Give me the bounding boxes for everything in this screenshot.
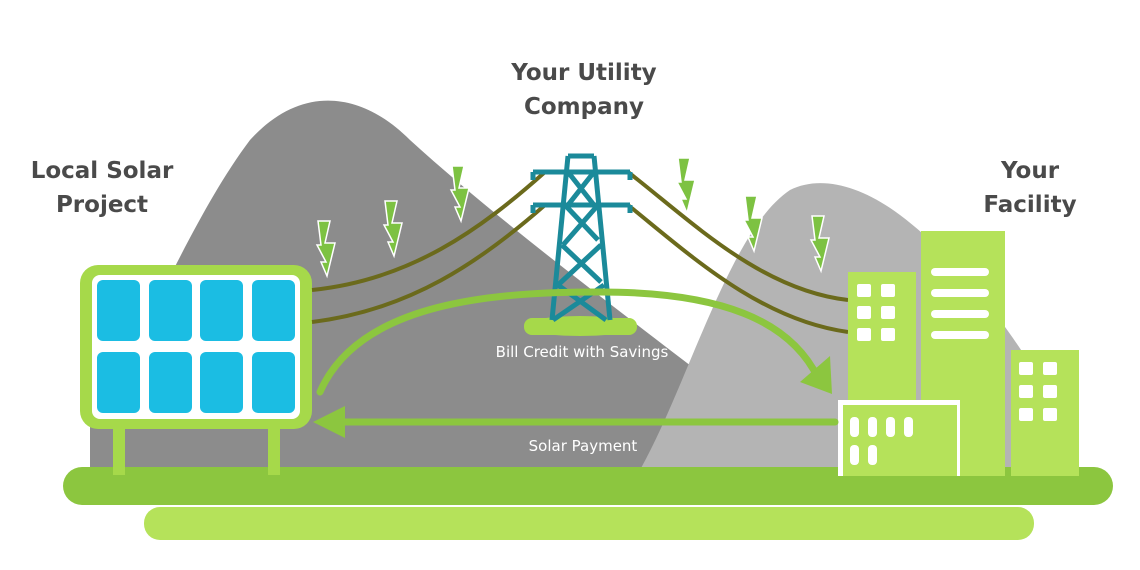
local-solar-project-label: Local Solar Project [14, 154, 190, 222]
lightning-bolt-icon [675, 157, 696, 216]
bill-credit-arrow [316, 288, 832, 396]
lightning-bolt-icon [382, 200, 403, 259]
facility-label-line2: Facility [983, 192, 1077, 218]
solar-label-line1: Local Solar [30, 158, 174, 184]
solar-payment-arrow [313, 406, 839, 438]
utility-label-line2: Company [524, 94, 644, 120]
lightning-bolt-icon [449, 165, 470, 224]
building-icon [838, 231, 1079, 476]
utility-label-line1: Your Utility [511, 60, 657, 86]
your-facility-label: Your Facility [968, 154, 1092, 222]
solar-payment-label: Solar Payment [528, 437, 638, 455]
solar-panel-icon [80, 265, 312, 475]
lightning-bolts [315, 157, 830, 279]
lightning-bolt-icon [315, 220, 336, 279]
power-lines [311, 170, 849, 334]
solar-label-line2: Project [55, 192, 149, 218]
lightning-bolt-icon [742, 195, 763, 254]
ground-strip-light [144, 507, 1034, 540]
bill-credit-label: Bill Credit with Savings [495, 343, 669, 361]
facility-label-line1: Your [1000, 158, 1060, 184]
lightning-bolt-icon [809, 215, 830, 274]
utility-company-label: Your Utility Company [486, 56, 682, 124]
ground-strip-dark [63, 467, 1113, 505]
power-tower-icon [524, 153, 637, 336]
